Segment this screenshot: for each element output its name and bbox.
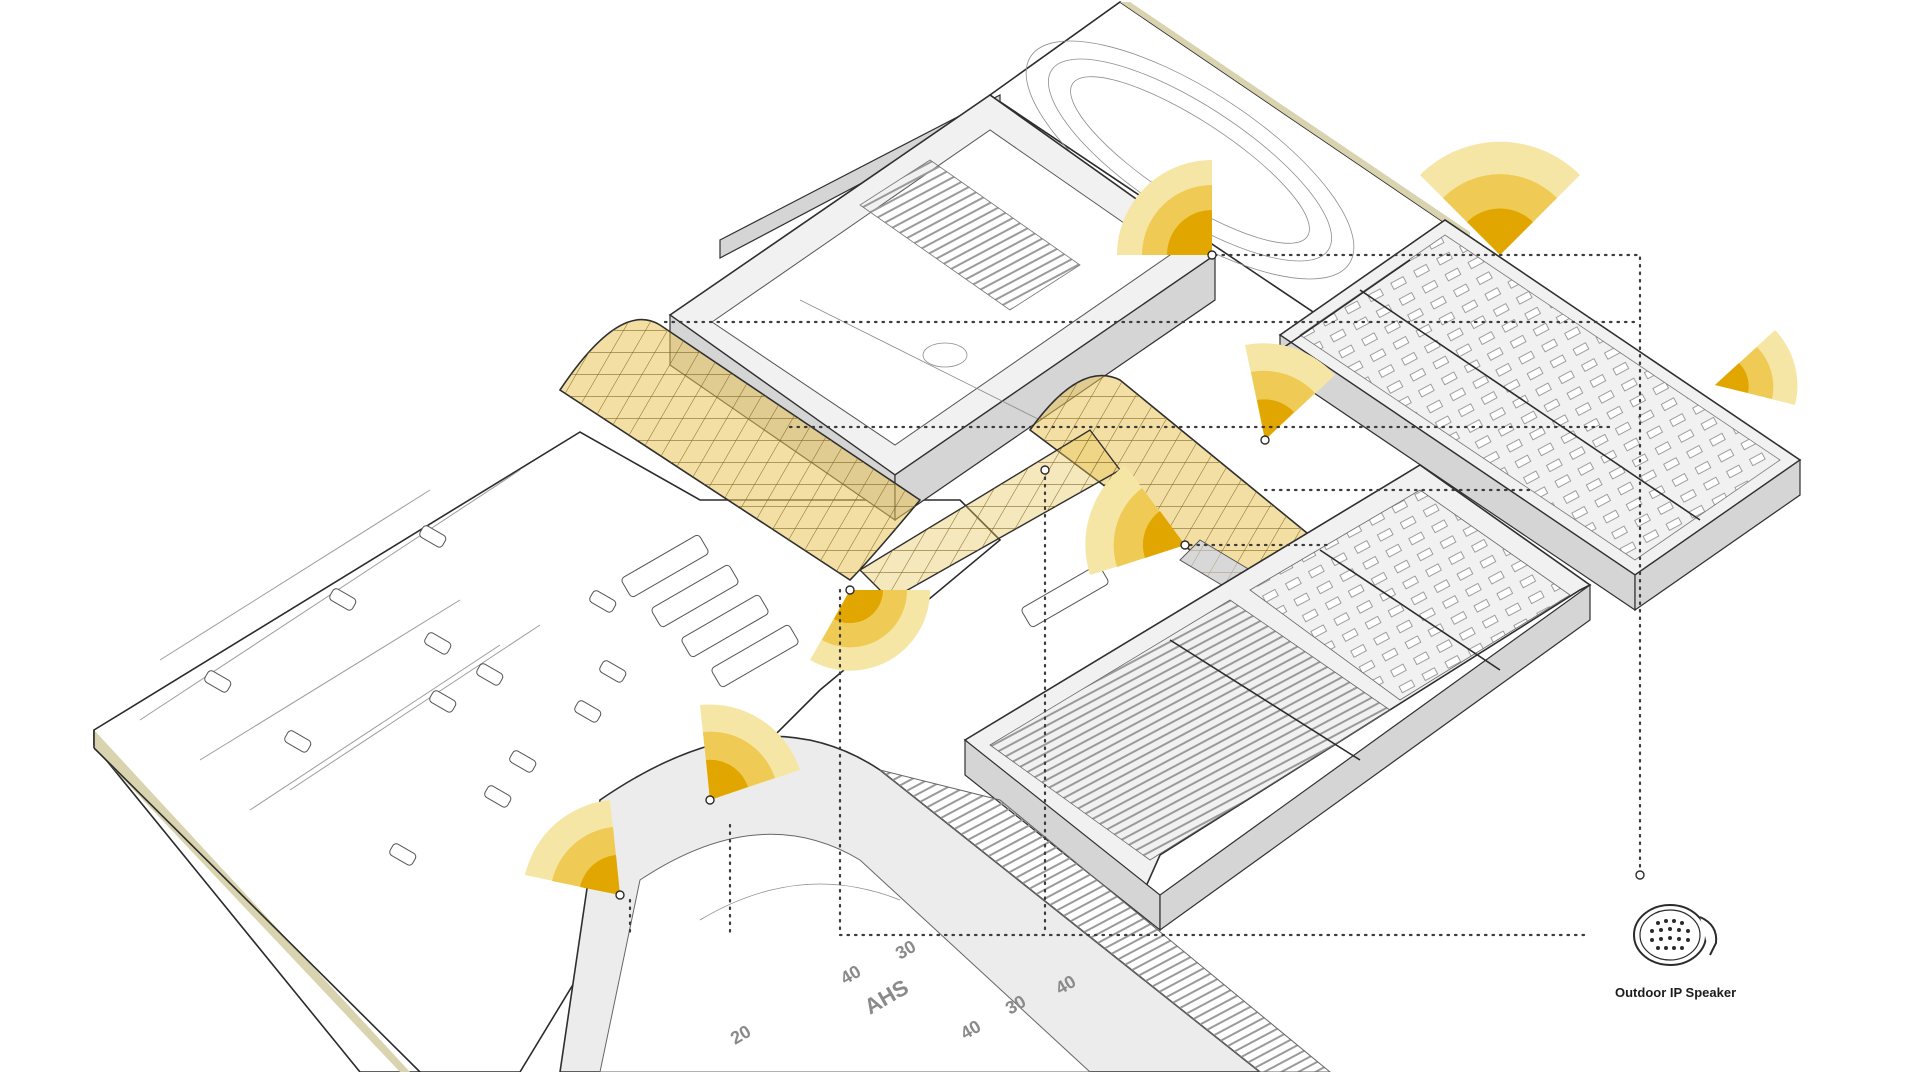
speaker-wiring (628, 253, 1642, 937)
speaker-coverage (525, 141, 1798, 895)
parking-lot (139, 469, 541, 811)
speaker-mounts (615, 250, 1645, 900)
vehicles (204, 525, 1109, 866)
gymnasium (668, 94, 1217, 522)
classroom-block (1278, 219, 1802, 612)
legend-label: Outdoor IP Speaker (1615, 985, 1737, 1000)
outdoor-ip-speaker-icon (1633, 904, 1718, 966)
academic-building (963, 464, 1592, 932)
site-base (93, 431, 1002, 1072)
